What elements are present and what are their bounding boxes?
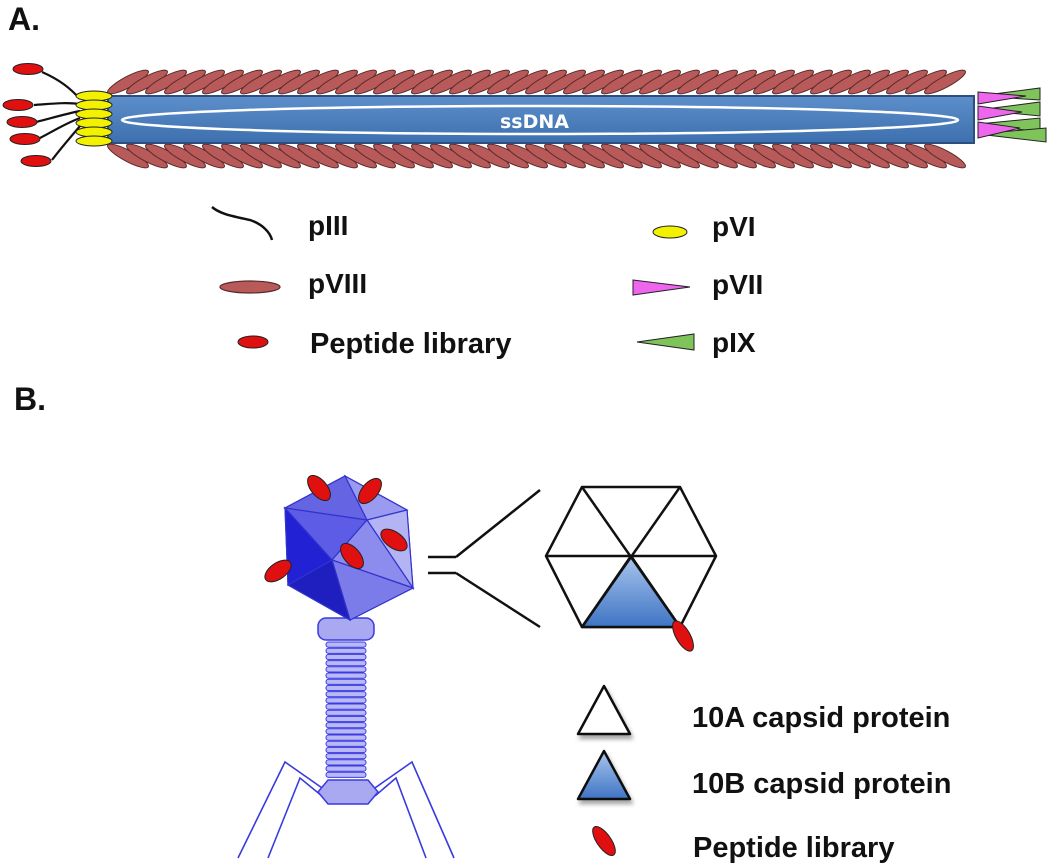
t7-phage <box>237 474 455 859</box>
pviii-coat-top <box>107 69 966 95</box>
pvii-pix-tip <box>977 87 1047 143</box>
panel-a-label: A. <box>8 1 40 37</box>
pix-icon <box>636 333 695 351</box>
ssdna-loop <box>120 104 960 136</box>
tail-ring <box>325 641 367 648</box>
tail-ring <box>325 660 367 667</box>
tail-ring <box>325 759 367 766</box>
piii-icon <box>211 206 274 241</box>
tail-ring <box>325 753 367 760</box>
legend-pix: pIX <box>712 327 756 358</box>
panel-a-legend: pIII pVIII Peptide library pVI pVII pIX <box>211 206 763 360</box>
piii-peptide-library <box>2 63 52 167</box>
tail-ring <box>325 709 367 716</box>
capsid-10a-icon <box>576 684 632 736</box>
panel-b-label: B. <box>14 381 46 417</box>
phage-collar <box>317 617 375 641</box>
tail-ring <box>325 684 367 692</box>
zoom-connector <box>428 489 541 629</box>
legend-peptide-a: Peptide library <box>310 328 511 360</box>
legend-10a: 10A capsid protein <box>692 702 950 734</box>
tail-ring <box>325 728 367 735</box>
legend-10b: 10B capsid protein <box>692 768 951 800</box>
tail-ring <box>325 647 367 654</box>
tail-ring <box>325 740 367 747</box>
tail-ring <box>325 765 367 772</box>
pviii-protein <box>924 69 966 95</box>
pvi-cap <box>75 90 113 147</box>
filamentous-phage: ssDNA <box>2 63 1047 169</box>
tail-ring <box>325 722 367 729</box>
tail-fibers <box>237 760 455 859</box>
tail-ring <box>325 771 367 778</box>
legend-pvii: pVII <box>712 269 763 300</box>
capsid-10b-icon <box>576 749 632 801</box>
pviii-icon <box>219 280 281 294</box>
capsid-peptide-library <box>264 474 408 583</box>
pviii-protein <box>924 143 966 169</box>
legend-piii: pIII <box>308 210 348 241</box>
tail-ring <box>325 715 367 723</box>
tail-ring <box>325 697 367 704</box>
tail-ring <box>325 703 367 710</box>
capsid-hexamer <box>544 485 718 652</box>
pvi-icon <box>652 225 688 239</box>
tail-ring <box>325 672 367 679</box>
tail-sheath <box>325 641 367 778</box>
tail-ring <box>325 666 367 673</box>
tail-ring <box>325 734 367 741</box>
pvii-icon <box>632 279 691 296</box>
peptide-icon-a <box>237 335 269 349</box>
tail-ring <box>325 691 367 698</box>
ssdna-label: ssDNA <box>500 111 569 133</box>
phage-baseplate <box>317 779 379 805</box>
legend-pvi: pVI <box>712 211 756 242</box>
piii-proteins <box>33 70 81 161</box>
hexamer-peptide <box>672 620 694 652</box>
tail-ring <box>325 746 367 754</box>
tail-ring <box>325 678 367 685</box>
legend-peptide-b: Peptide library <box>693 832 894 864</box>
pviii-coat-bottom <box>107 143 966 169</box>
peptide-icon-b <box>592 826 616 856</box>
legend-pviii: pVIII <box>308 268 367 299</box>
panel-b-legend: 10A capsid protein 10B capsid protein Pe… <box>576 684 951 864</box>
tail-ring <box>325 653 367 661</box>
